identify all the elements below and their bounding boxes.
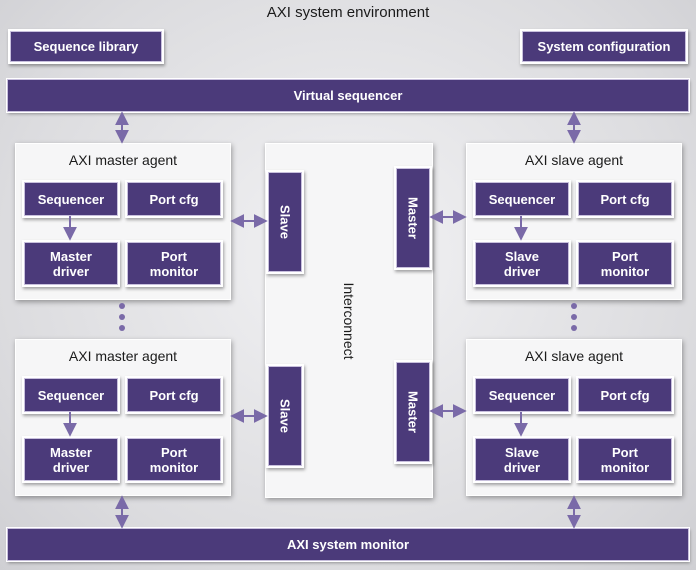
sequence-library-box: Sequence library bbox=[10, 31, 162, 62]
port-cfg-box: Port cfg bbox=[578, 378, 672, 412]
system-monitor-bar: AXI system monitor bbox=[7, 528, 689, 561]
monitor-line-2: monitor bbox=[600, 459, 650, 475]
ellipsis-dot bbox=[119, 325, 125, 331]
agent-title: AXI master agent bbox=[68, 152, 178, 168]
master-driver-box: Master driver bbox=[24, 242, 118, 285]
port-cfg-box: Port cfg bbox=[127, 378, 221, 412]
monitor-line-1: Port bbox=[161, 248, 187, 264]
driver-line-1: Master bbox=[50, 248, 92, 264]
virtual-sequencer-bar: Virtual sequencer bbox=[7, 79, 689, 112]
sequencer-box: Sequencer bbox=[475, 378, 569, 412]
monitor-line-2: monitor bbox=[600, 263, 650, 279]
sequencer-box: Sequencer bbox=[24, 378, 118, 412]
master-driver-box: Master driver bbox=[24, 438, 118, 481]
port-monitor-box: Port monitor bbox=[578, 242, 672, 285]
slave-agent: AXI slave agent Sequencer Port cfg Slave… bbox=[466, 339, 682, 496]
slave-port-box: Slave bbox=[268, 366, 302, 466]
diagram-title: AXI system environment bbox=[266, 4, 430, 21]
monitor-line-1: Port bbox=[612, 248, 638, 264]
driver-line-1: Slave bbox=[505, 444, 539, 460]
monitor-line-2: monitor bbox=[149, 263, 199, 279]
driver-line-2: driver bbox=[503, 263, 541, 279]
slave-agent: AXI slave agent Sequencer Port cfg Slave… bbox=[466, 143, 682, 300]
sequencer-box: Sequencer bbox=[24, 182, 118, 216]
port-monitor-box: Port monitor bbox=[578, 438, 672, 481]
driver-line-1: Master bbox=[50, 444, 92, 460]
port-monitor-box: Port monitor bbox=[127, 438, 221, 481]
ellipsis-dot bbox=[119, 314, 125, 320]
slave-driver-box: Slave driver bbox=[475, 438, 569, 481]
driver-line-2: driver bbox=[52, 263, 90, 279]
slave-driver-box: Slave driver bbox=[475, 242, 569, 285]
agent-title: AXI slave agent bbox=[524, 348, 624, 364]
ellipsis-dot bbox=[571, 314, 577, 320]
agent-title: AXI slave agent bbox=[524, 152, 624, 168]
ellipsis-dot bbox=[119, 303, 125, 309]
driver-line-2: driver bbox=[503, 459, 541, 475]
master-agent: AXI master agent Sequencer Port cfg Mast… bbox=[15, 143, 231, 300]
monitor-line-1: Port bbox=[161, 444, 187, 460]
master-agent: AXI master agent Sequencer Port cfg Mast… bbox=[15, 339, 231, 496]
sequencer-box: Sequencer bbox=[475, 182, 569, 216]
slave-port-box: Slave bbox=[268, 172, 302, 272]
agent-title: AXI master agent bbox=[68, 348, 178, 364]
ellipsis-dot bbox=[571, 303, 577, 309]
system-configuration-box: System configuration bbox=[522, 31, 686, 62]
ellipsis-dot bbox=[571, 325, 577, 331]
driver-line-1: Slave bbox=[505, 248, 539, 264]
port-cfg-box: Port cfg bbox=[578, 182, 672, 216]
monitor-line-1: Port bbox=[612, 444, 638, 460]
port-monitor-box: Port monitor bbox=[127, 242, 221, 285]
driver-line-2: driver bbox=[52, 459, 90, 475]
port-cfg-box: Port cfg bbox=[127, 182, 221, 216]
monitor-line-2: monitor bbox=[149, 459, 199, 475]
